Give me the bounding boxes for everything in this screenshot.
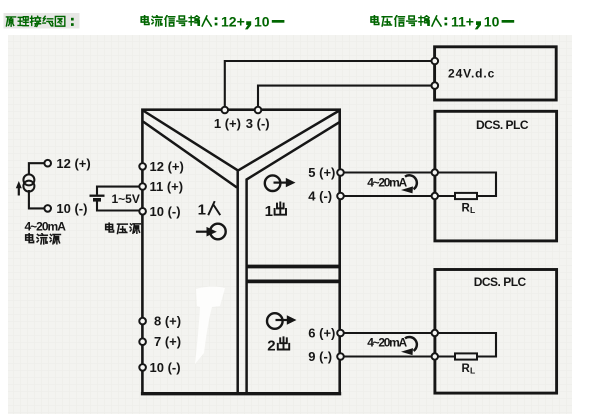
svg-text:1~5V: 1~5V	[112, 192, 140, 206]
svg-text:8 (+): 8 (+)	[154, 314, 181, 329]
svg-text:4~20mA: 4~20mA	[367, 176, 407, 190]
svg-text:L: L	[470, 366, 475, 376]
svg-text:12 (+): 12 (+)	[56, 156, 90, 171]
svg-text:4 (-): 4 (-)	[308, 189, 332, 204]
svg-text:12 (+): 12 (+)	[150, 159, 184, 174]
svg-text:3 (-): 3 (-)	[246, 116, 270, 131]
svg-text:1 (+): 1 (+)	[214, 116, 241, 131]
svg-text:11 (+): 11 (+)	[150, 179, 184, 194]
svg-text:10: 10	[484, 13, 500, 29]
svg-text:DCS. PLC: DCS. PLC	[476, 118, 529, 132]
svg-text:4~20mA: 4~20mA	[25, 220, 67, 234]
svg-text:7 (+): 7 (+)	[154, 334, 181, 349]
svg-text:10 (-): 10 (-)	[150, 204, 181, 219]
svg-text:10: 10	[254, 13, 270, 29]
svg-text:4~20mA: 4~20mA	[367, 336, 407, 350]
svg-text:1: 1	[265, 203, 273, 220]
svg-text:5 (+): 5 (+)	[308, 165, 335, 180]
svg-text:1: 1	[198, 201, 206, 218]
svg-text:9 (-): 9 (-)	[308, 349, 332, 364]
svg-text:R: R	[462, 203, 471, 215]
svg-text:6 (+): 6 (+)	[308, 326, 335, 341]
svg-text:10 (-): 10 (-)	[150, 360, 181, 375]
svg-text:11+: 11+	[451, 13, 474, 29]
svg-text:R: R	[462, 363, 471, 375]
svg-text:2: 2	[267, 338, 275, 355]
svg-text:24V.d.c: 24V.d.c	[448, 67, 495, 81]
svg-text:DCS. PLC: DCS. PLC	[474, 275, 527, 289]
svg-text:L: L	[470, 205, 475, 215]
svg-text:10 (-): 10 (-)	[56, 201, 87, 216]
svg-text:12+: 12+	[221, 13, 245, 29]
